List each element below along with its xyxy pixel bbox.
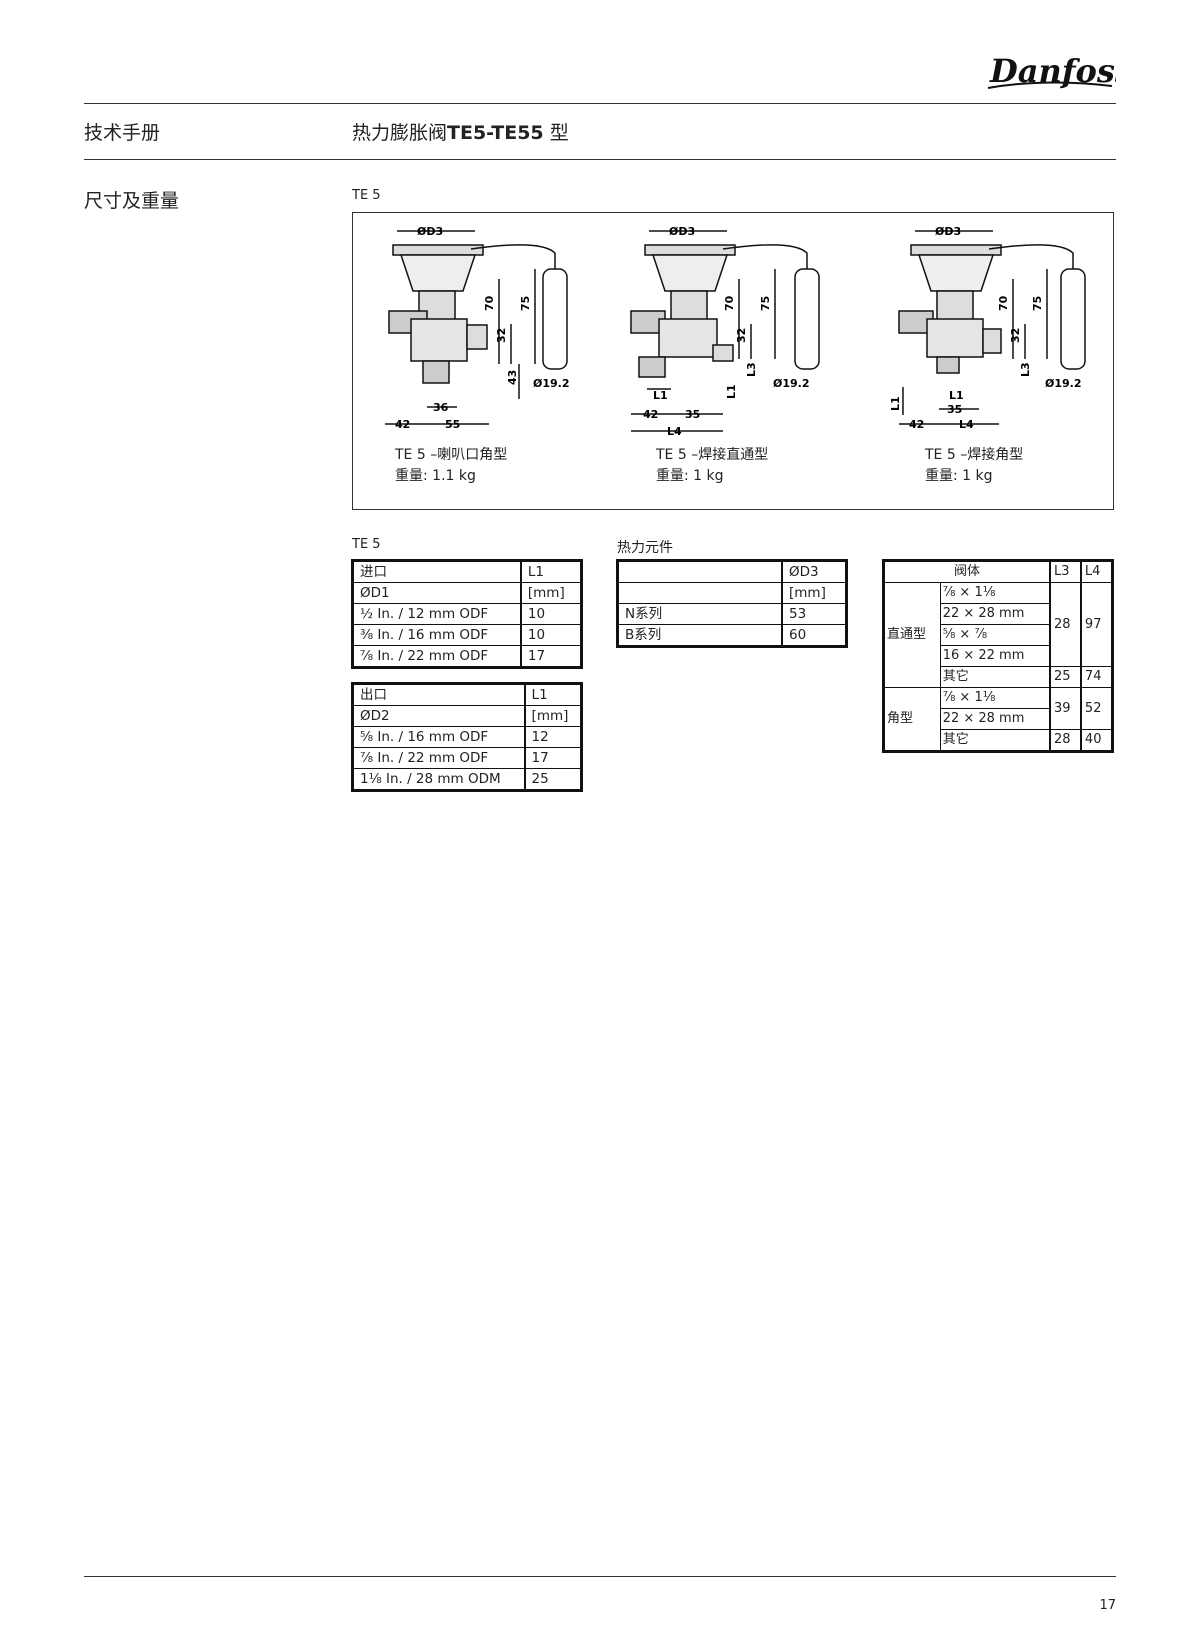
dim-70: 70 [483,295,496,311]
tables-label-element: 热力元件 [617,540,673,556]
body-header: 阀体 [883,560,1051,583]
body-size: ⅝ × ⅞ [939,624,1051,646]
body-value: 25 [1049,666,1082,688]
dim-l1: L1 [889,396,902,411]
dim-70: 70 [997,295,1010,311]
dim-70: 70 [723,295,736,311]
dim-l4: L4 [667,425,682,438]
body-value: 52 [1079,687,1113,730]
body-value: 39 [1049,687,1082,730]
inlet-header-d1: ØD1 [351,582,522,604]
dim-32: 32 [1009,328,1022,343]
valve-body-table: 阀体 L3 L4 直通型 ⅞ × 1⅛ 28 97 22 × 28 mm ⅝ ×… [882,559,1114,753]
dim-75: 75 [759,296,772,311]
dim-d3: ØD3 [935,225,961,238]
valve-drawing-solder-angle: ØD3 70 75 32 L3 L1 L1 Ø19.2 42 35 L4 [889,225,1086,431]
dim-l1-right: L1 [725,384,738,399]
dim-36: 36 [433,401,449,414]
danfoss-logo: Danfoss [987,52,1116,90]
element-header-unit: [mm] [781,582,847,604]
body-header-l4: L4 [1079,560,1113,583]
caption-solder-straight: TE 5 –焊接直通型 重量: 1 kg [656,447,769,484]
body-straight-label: 直通型 [883,582,941,688]
dim-bulb: Ø19.2 [773,377,810,390]
dim-bulb: Ø19.2 [533,377,570,390]
body-angle-label: 角型 [883,687,941,752]
dim-d3: ØD3 [669,225,695,238]
dim-43: 43 [506,370,519,385]
dim-32: 32 [735,328,748,343]
header-left-label: 技术手册 [84,122,161,144]
page-number: 17 [1099,1598,1116,1613]
dim-42: 42 [909,418,924,431]
body-value: 28 [1049,729,1082,752]
body-header-l3: L3 [1049,560,1082,583]
dim-d3: ØD3 [417,225,443,238]
outlet-header-l1: L1 [523,683,582,706]
body-value: 28 [1049,582,1082,667]
body-size: 16 × 22 mm [939,645,1051,667]
dim-75: 75 [1031,296,1044,311]
body-value: 74 [1079,666,1113,688]
valve-drawing-flare-angle: ØD3 70 75 32 43 Ø19.2 36 42 55 [385,225,570,431]
dim-bulb: Ø19.2 [1045,377,1082,390]
body-size: 22 × 28 mm [939,603,1051,625]
section-title: 尺寸及重量 [84,190,180,212]
dim-42: 42 [643,408,658,421]
body-value: 40 [1079,729,1113,752]
dim-l1: L1 [653,389,668,402]
outlet-header-unit: [mm] [523,705,582,727]
dim-35: 35 [947,403,962,416]
header-rule [84,103,1116,104]
caption-solder-angle: TE 5 –焊接角型 重量: 1 kg [925,447,1024,484]
inlet-header-name: 进口 [351,560,522,583]
outlet-header-name: 出口 [351,683,526,706]
dim-l3: L3 [745,362,758,377]
caption-flare-angle: TE 5 –喇叭口角型 重量: 1.1 kg [395,447,508,484]
dim-42: 42 [395,418,410,431]
footer-rule [84,1576,1116,1577]
inlet-header-l1: L1 [519,560,582,583]
body-size: 其它 [939,729,1051,752]
figure-label: TE 5 [352,188,381,203]
dim-55: 55 [445,418,460,431]
dim-l1-right: L1 [949,389,964,402]
body-size: ⅞ × 1⅛ [939,687,1051,709]
body-size: 22 × 28 mm [939,708,1051,730]
body-size: ⅞ × 1⅛ [939,582,1051,604]
inlet-header-unit: [mm] [519,582,582,604]
body-value: 97 [1079,582,1113,667]
element-header-d3: ØD3 [781,560,847,583]
outlet-header-d2: ØD2 [351,705,526,727]
dim-35: 35 [685,408,700,421]
page-title: 热力膨胀阀TE5-TE55 型 [352,122,569,144]
dim-75: 75 [519,296,532,311]
header-rule-lower [84,159,1116,160]
dimension-figure: ØD3 70 75 32 43 Ø19.2 36 42 55 TE 5 –喇叭口… [352,212,1114,510]
body-size: 其它 [939,666,1051,688]
dim-l4: L4 [959,418,974,431]
dim-l3: L3 [1019,362,1032,377]
tables-label-te5: TE 5 [352,537,381,552]
valve-drawing-solder-straight: ØD3 70 75 32 L3 L1 L1 Ø19.2 42 35 L4 [630,225,820,438]
dim-32: 32 [495,328,508,343]
